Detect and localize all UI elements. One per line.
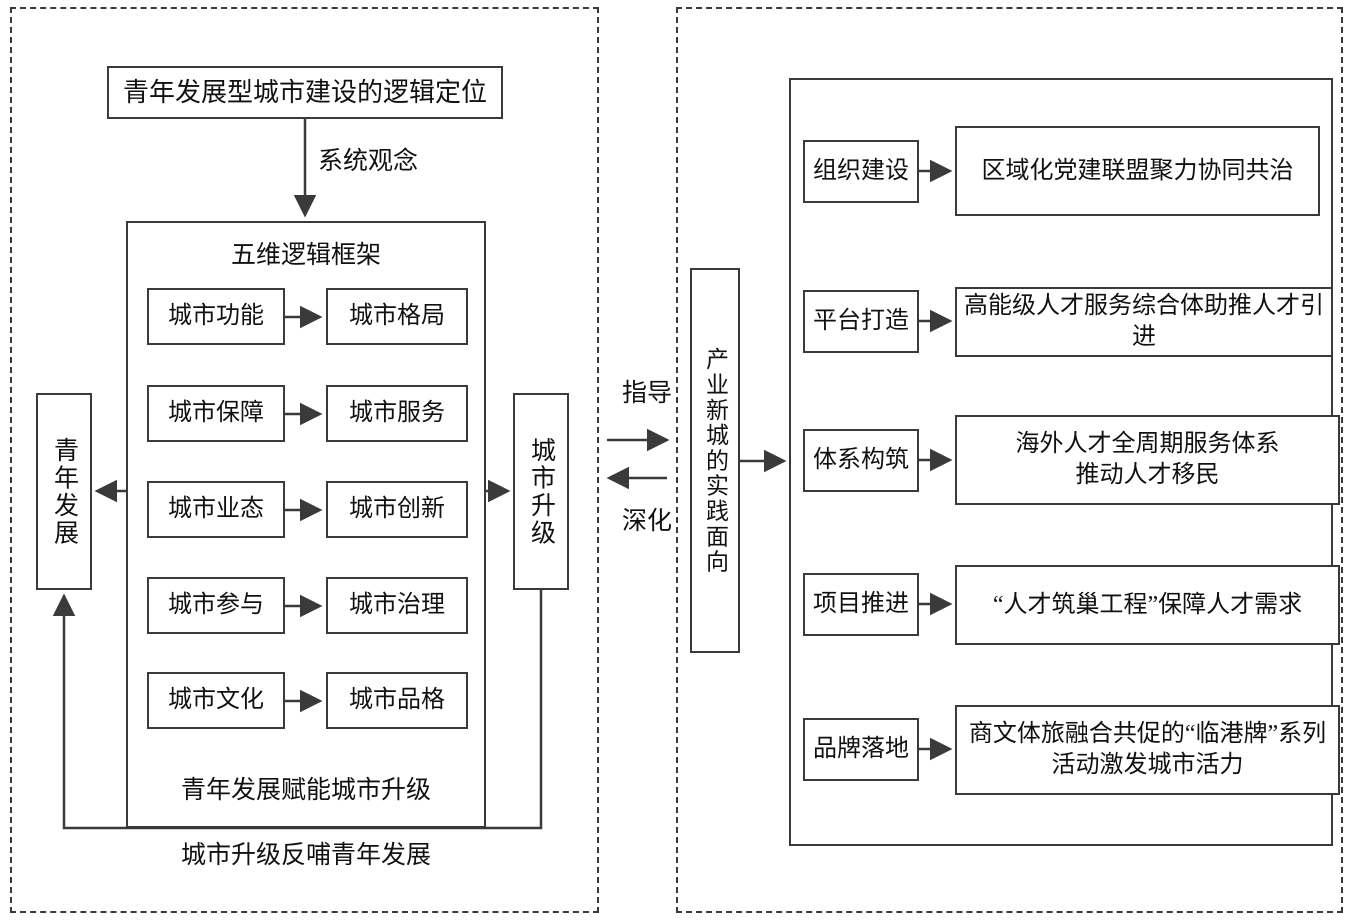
framework-target-1-label: 城市格局 [349, 303, 445, 330]
left-pillar-label: 青年发展 [50, 436, 78, 547]
practice-detail-2: 高能级人才服务综合体助推人才引进 [955, 287, 1333, 357]
framework-target-2-label: 城市服务 [349, 400, 445, 427]
framework-target-5-label: 城市品格 [349, 687, 445, 714]
practice-detail-3-label: 海外人才全周期服务体系 推动人才移民 [1015, 431, 1280, 488]
practice-detail-1-label: 区域化党建联盟聚力协同共治 [981, 157, 1294, 184]
practice-tag-3-label: 体系构筑 [813, 447, 909, 474]
right-pillar-city-upgrade: 城市升级 [513, 393, 569, 590]
framework-source-1-label: 城市功能 [168, 303, 264, 330]
practice-tag-3: 体系构筑 [803, 429, 919, 492]
framework-source-3-label: 城市业态 [168, 496, 264, 523]
bridge-label-guide: 指导 [607, 378, 687, 410]
practice-tag-5: 品牌落地 [803, 718, 919, 781]
framework-target-4: 城市治理 [326, 577, 468, 634]
practice-detail-2-label: 高能级人才服务综合体助推人才引进 [964, 293, 1324, 350]
practice-tag-1: 组织建设 [803, 140, 919, 203]
practice-pillar-label: 产业新城的实践面向 [702, 346, 728, 575]
practice-pillar-box: 产业新城的实践面向 [690, 268, 740, 653]
framework-title: 五维逻辑框架 [126, 240, 486, 272]
caption-top-text: 青年发展赋能城市升级 [180, 776, 431, 804]
framework-target-3-label: 城市创新 [349, 496, 445, 523]
bridge-label-deepen-text: 深化 [621, 507, 672, 535]
framework-source-4-label: 城市参与 [168, 592, 264, 619]
practice-detail-5: 商文体旅融合共促的“临港牌”系列 活动激发城市活力 [955, 705, 1340, 795]
practice-tag-1-label: 组织建设 [813, 158, 909, 185]
title-box-label: 青年发展型城市建设的逻辑定位 [122, 77, 487, 107]
right-pillar-label: 城市升级 [527, 436, 555, 547]
system-concept-label: 系统观念 [318, 146, 448, 178]
framework-target-4-label: 城市治理 [349, 592, 445, 619]
practice-detail-3: 海外人才全周期服务体系 推动人才移民 [955, 415, 1340, 505]
framework-target-2: 城市服务 [326, 385, 468, 442]
practice-tag-4-label: 项目推进 [813, 591, 909, 618]
practice-tag-2-label: 平台打造 [813, 308, 909, 335]
practice-detail-1: 区域化党建联盟聚力协同共治 [955, 126, 1320, 216]
system-concept-text: 系统观念 [318, 147, 419, 175]
framework-source-2: 城市保障 [147, 385, 285, 442]
bridge-label-guide-text: 指导 [621, 379, 672, 407]
framework-source-1: 城市功能 [147, 288, 285, 345]
practice-tag-5-label: 品牌落地 [813, 736, 909, 763]
bridge-label-deepen: 深化 [607, 506, 687, 538]
practice-tag-4: 项目推进 [803, 573, 919, 636]
practice-tag-2: 平台打造 [803, 290, 919, 353]
framework-source-2-label: 城市保障 [168, 400, 264, 427]
framework-target-3: 城市创新 [326, 481, 468, 538]
right-panel-boundary [676, 7, 1343, 913]
framework-title-text: 五维逻辑框架 [230, 241, 381, 269]
left-pillar-youth-development: 青年发展 [36, 393, 92, 590]
left-panel-boundary [10, 7, 599, 913]
practice-detail-5-label: 商文体旅融合共促的“临港牌”系列 活动激发城市活力 [968, 721, 1327, 778]
framework-source-3: 城市业态 [147, 481, 285, 538]
title-box: 青年发展型城市建设的逻辑定位 [107, 66, 503, 119]
framework-source-5-label: 城市文化 [168, 687, 264, 714]
framework-target-1: 城市格局 [326, 288, 468, 345]
caption-bottom: 城市升级反哺青年发展 [126, 840, 486, 872]
caption-bottom-text: 城市升级反哺青年发展 [180, 841, 431, 869]
practice-detail-4-label: “人才筑巢工程”保障人才需求 [992, 591, 1303, 618]
framework-source-4: 城市参与 [147, 577, 285, 634]
framework-target-5: 城市品格 [326, 672, 468, 729]
practice-detail-4: “人才筑巢工程”保障人才需求 [955, 565, 1340, 645]
caption-top: 青年发展赋能城市升级 [126, 775, 486, 807]
framework-source-5: 城市文化 [147, 672, 285, 729]
